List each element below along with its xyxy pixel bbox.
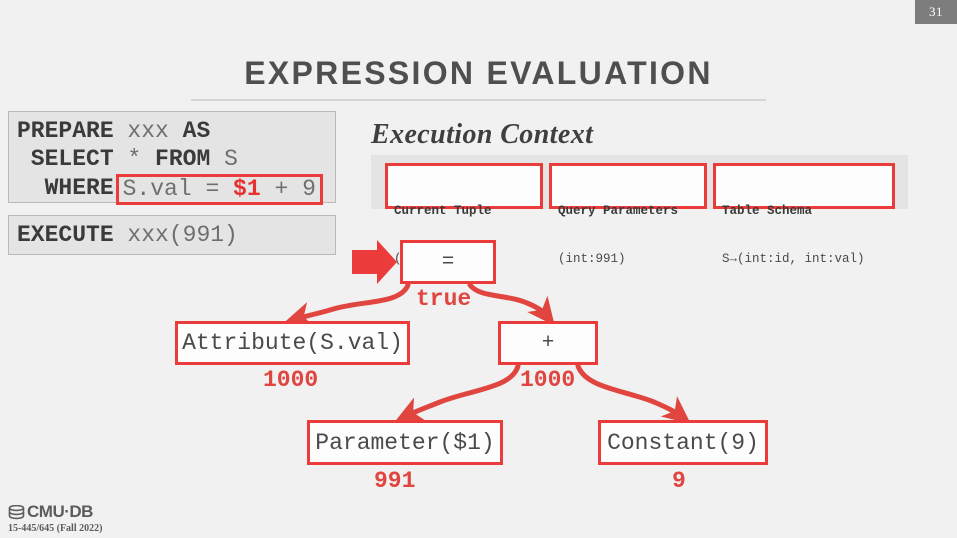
value-label-constant: 9 [672,468,686,494]
sql-text-prepare-name: xxx [113,118,183,144]
database-icon [8,504,25,520]
context-box-current-tuple: Current Tuple (123, 1000) [385,163,543,266]
predicate-parameter: $1 [233,176,261,202]
sql-execute-block: EXECUTE xxx(991) [8,215,336,255]
pointer-arrow-icon [352,240,397,284]
context-box-query-parameters: Query Parameters (int:991) [549,163,707,266]
sql-text-table: S [210,146,238,172]
sql-text-execute-args: xxx(991) [113,222,238,248]
page-number-badge: 31 [915,0,957,24]
value-label-attribute: 1000 [263,367,319,393]
course-label: 15-445/645 (Fall 2022) [8,523,103,534]
value-label-parameter: 991 [374,468,416,494]
where-predicate-highlight: S.val = $1 + 9 [115,174,323,205]
sql-line-prepare: PREPARE xxx AS [17,117,325,145]
tree-node-constant[interactable]: Constant(9) [598,420,768,465]
tree-node-plus[interactable]: + [498,321,598,365]
predicate-right: + 9 [260,176,316,202]
context-value-query-parameters: (int:991) [558,252,626,266]
context-label-table-schema: Table Schema [722,204,813,218]
sql-line-select: SELECT * FROM S [17,145,325,173]
sql-keyword-from: FROM [155,146,211,172]
sql-keyword-as: AS [182,118,211,144]
value-label-true: true [416,286,472,312]
tree-node-parameter[interactable]: Parameter($1) [307,420,503,465]
context-label-current-tuple: Current Tuple [394,204,492,218]
context-value-table-schema: S→(int:id, int:val) [722,252,865,266]
cmu-db-wordmark: CMU·DB [27,502,93,521]
cmu-db-logo: CMU·DB [8,502,102,522]
tree-node-equals[interactable]: = [400,240,496,284]
sql-keyword-where: WHERE [17,175,114,201]
sql-keyword-prepare: PREPARE [17,118,114,144]
execution-context-heading: Execution Context [371,119,594,150]
predicate-left: S.val = [122,176,234,202]
sql-keyword-execute: EXECUTE [17,222,114,248]
context-label-query-parameters: Query Parameters [558,204,679,218]
footer: CMU·DB 15-445/645 (Fall 2022) [8,502,102,534]
value-label-plus: 1000 [520,367,576,393]
sql-text-star: * [113,146,156,172]
sql-keyword-select: SELECT [17,146,114,172]
context-box-table-schema: Table Schema S→(int:id, int:val) [713,163,895,266]
title-divider [191,99,766,101]
page-title: EXPRESSION EVALUATION [244,55,713,91]
tree-node-attribute[interactable]: Attribute(S.val) [175,321,410,365]
